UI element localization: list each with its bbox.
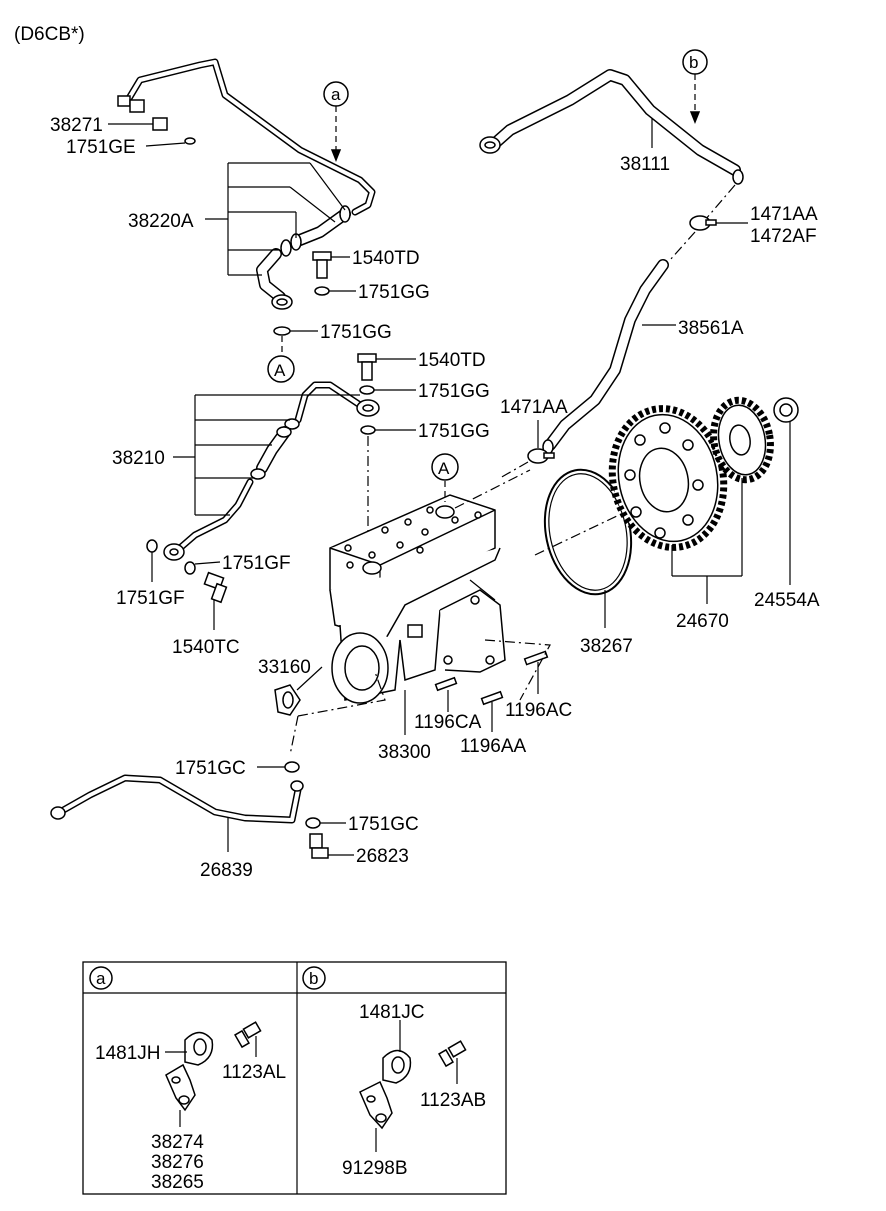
compressor-38300-drawing [329,494,506,704]
engine-variant-label: (D6CB*) [14,24,85,45]
callout-a-circle: a [323,81,349,107]
label-1751gg-2: 1751GG [320,322,392,343]
inset-a-tag: a [89,966,113,990]
svg-text:a: a [331,85,341,104]
gear-24670-small-drawing [710,396,774,484]
clamp-1471aa-mid-drawing [527,448,555,464]
label-38267: 38267 [580,636,633,657]
inset-table [82,961,507,1195]
label-1471aa-top: 1471AA [750,204,818,225]
gasket-38267-drawing [543,468,633,596]
label-1751gg-4: 1751GG [418,421,490,442]
label-1540td-top: 1540TD [352,248,420,269]
label-1540tc: 1540TC [172,637,240,658]
gear-24670-large-drawing [608,405,728,551]
pipe-38220a-drawing [117,58,376,310]
label-1751gf-1: 1751GF [116,588,185,609]
label-38220a: 38220A [128,211,194,232]
svg-text:b: b [309,969,318,988]
callout-b-circle: b [682,49,708,75]
label-38210: 38210 [112,448,165,469]
inset-a-bracket-label-3: 38265 [151,1172,204,1193]
label-38561a: 38561A [678,318,744,339]
bolt-1540tc-drawing [203,571,228,604]
label-1751gg-1: 1751GG [358,282,430,303]
pipe-38210-drawing [163,381,380,561]
inset-a-bracket-label-1: 38274 [151,1132,204,1153]
bolt-1196aa-drawing [480,690,504,706]
label-26823: 26823 [356,846,409,867]
label-1751gc-2: 1751GC [348,814,419,835]
label-38300: 38300 [378,742,431,763]
label-1196ca: 1196CA [414,712,482,733]
label-1751gf-2: 1751GF [222,553,291,574]
leader-38210 [173,394,360,516]
fitting-38271-drawing [152,117,196,145]
leader-38220a [205,162,346,276]
label-1196ac: 1196AC [505,700,572,721]
label-24554a: 24554A [754,590,820,611]
nut-24554a-drawing [773,397,799,423]
svg-text:b: b [689,53,698,72]
bolt-26823-drawing [309,833,329,859]
inset-a-bracket-label-2: 38276 [151,1152,204,1173]
label-26839: 26839 [200,860,253,881]
svg-text:A: A [438,459,450,478]
svg-text:A: A [274,361,286,380]
bolt-1196ca-drawing [434,676,458,692]
inset-b-clamp-label: 1481JC [359,1002,425,1023]
label-1196aa: 1196AA [460,736,527,757]
label-38271: 38271 [50,115,103,136]
inset-b-clamp-drawing [359,1040,467,1130]
hose-38111-drawing [479,69,744,185]
label-1471aa-mid: 1471AA [500,397,568,418]
label-1540td-mid: 1540TD [418,350,486,371]
bolt-1540td-mid-drawing [357,353,377,381]
callout-a-lower-circle: A [431,453,459,481]
label-1751ge: 1751GE [66,137,136,158]
inset-b-tag: b [302,966,326,990]
label-1472af: 1472AF [750,226,817,247]
label-38111: 38111 [620,154,670,175]
bolt-1196ac-drawing [523,650,549,666]
label-24670: 24670 [676,611,729,632]
inset-a-bolt-label: 1123AL [222,1062,286,1083]
inset-a-clamp-drawing [165,1021,262,1112]
pipe-26839-drawing [50,774,304,824]
svg-text:a: a [96,969,106,988]
bolt-1540td-top-drawing [312,251,332,279]
inset-b-bolt-label: 1123AB [420,1090,486,1111]
label-33160: 33160 [258,657,311,678]
flange-33160-drawing [274,684,301,716]
label-1751gg-3: 1751GG [418,381,490,402]
inset-b-bracket-label: 91298B [342,1158,408,1179]
leader-24670 [671,478,743,604]
label-1751gc-1: 1751GC [175,758,246,779]
clamp-1471aa-top-drawing [689,215,717,231]
callout-a-upper-circle: A [267,355,295,383]
inset-a-clamp-label: 1481JH [95,1043,161,1064]
